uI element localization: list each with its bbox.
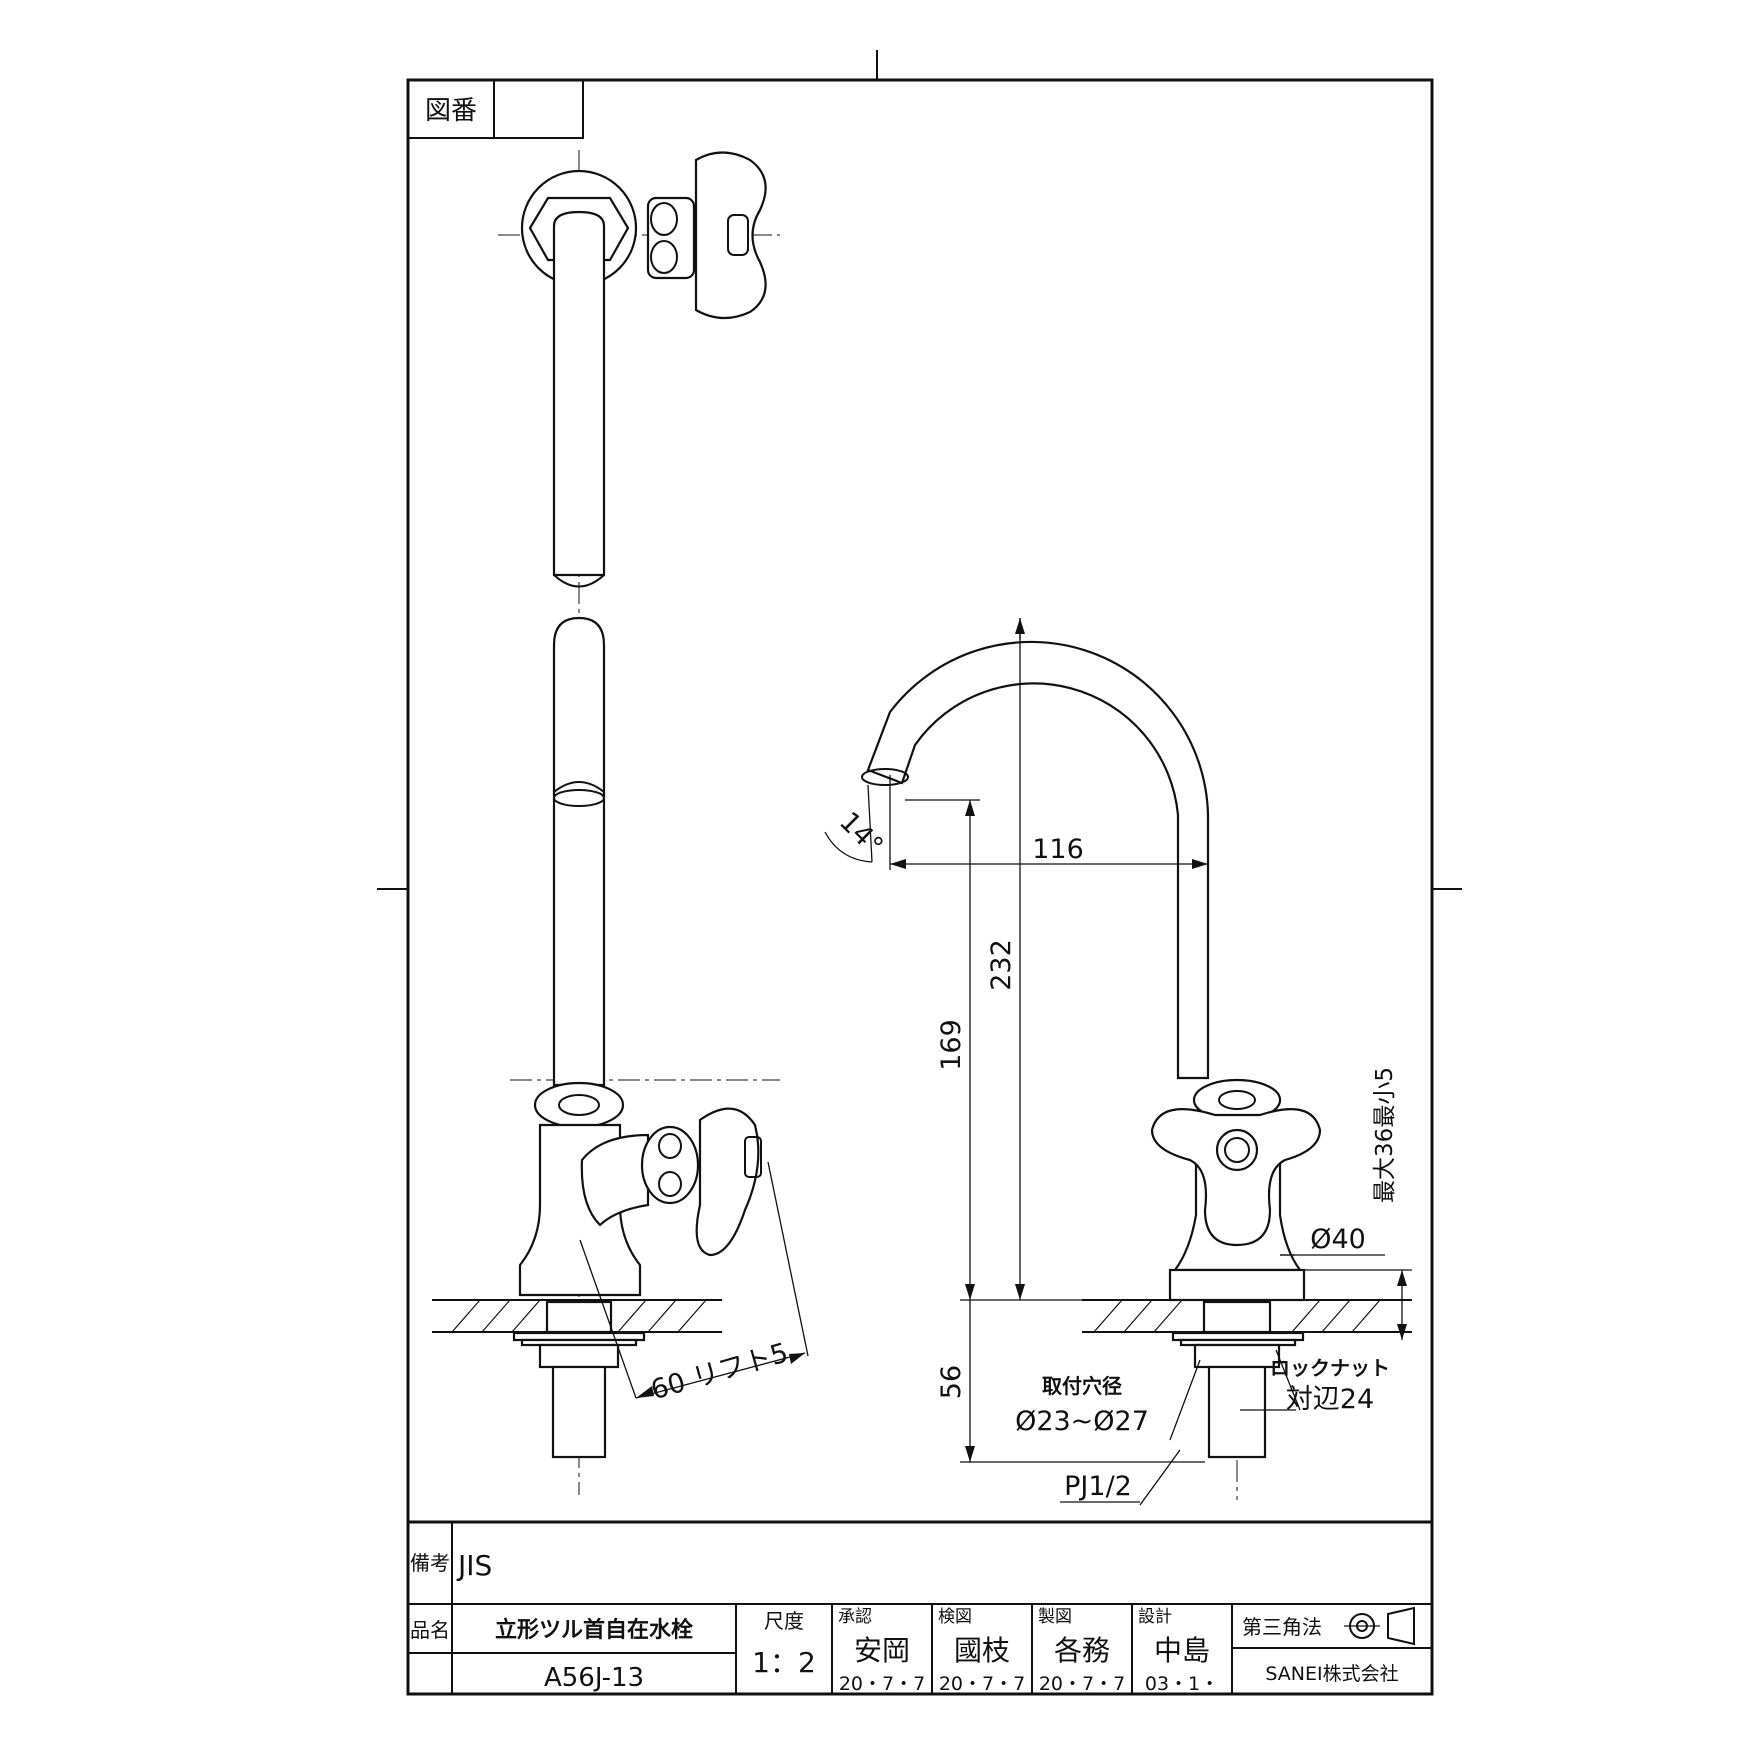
company-name: SANEI株式会社: [1265, 1663, 1398, 1685]
remarks-label: 備考: [410, 1551, 450, 1575]
product-number-value: A56J-13: [544, 1663, 644, 1693]
approved-name: 安岡: [854, 1634, 910, 1667]
drawn-date: 20・7・7: [1039, 1673, 1125, 1695]
title-block: [408, 1520, 1432, 1694]
checked-label: 検図: [938, 1607, 972, 1627]
scale-value: 1：2: [752, 1646, 816, 1679]
counter-hatch: [451, 1299, 1381, 1333]
projection-label: 第三角法: [1242, 1615, 1322, 1639]
scale-label: 尺度: [764, 1609, 804, 1633]
mount-hole-dimension: Ø23~Ø27: [1015, 1406, 1149, 1437]
approved-label: 承認: [838, 1607, 872, 1627]
design-date: 03・1・: [1145, 1673, 1219, 1695]
design-name: 中島: [1154, 1634, 1210, 1667]
thread-dimension: PJ1/2: [1064, 1471, 1132, 1502]
third-angle-projection-icon: [1344, 1606, 1415, 1646]
spout-height-dimension: 169: [936, 1019, 967, 1071]
product-name-label: 品名: [410, 1618, 450, 1642]
base-diameter-dimension: Ø40: [1310, 1224, 1366, 1255]
product-name-value: 立形ツル首自在水栓: [495, 1617, 693, 1643]
below-counter-dimension: 56: [936, 1365, 967, 1399]
remarks-value: JIS: [456, 1549, 492, 1582]
locknut-label: ロックナット: [1270, 1356, 1390, 1380]
counter-thickness-dimension: 最大36最小5: [1372, 1067, 1398, 1203]
reach-dimension: 116: [1032, 834, 1084, 865]
drawn-label: 製図: [1038, 1607, 1072, 1627]
drawn-name: 各務: [1054, 1634, 1110, 1667]
checked-date: 20・7・7: [939, 1673, 1025, 1695]
side-view: [432, 150, 809, 1495]
drawing-number-box: 図番: [407, 79, 584, 139]
design-label: 設計: [1138, 1607, 1172, 1627]
locknut-dimension: 対辺24: [1286, 1384, 1374, 1415]
sheet-frame: [377, 50, 1462, 1696]
handle-lift-dimension: 60 リフト5: [648, 1337, 792, 1406]
total-height-dimension: 232: [986, 939, 1017, 991]
mount-hole-label: 取付穴径: [1042, 1374, 1122, 1398]
drawing-number-label: 図番: [425, 96, 477, 126]
front-view: [824, 618, 1412, 1506]
approved-date: 20・7・7: [839, 1673, 925, 1695]
angle-dimension: 14°: [833, 806, 889, 862]
checked-name: 國枝: [954, 1634, 1010, 1667]
